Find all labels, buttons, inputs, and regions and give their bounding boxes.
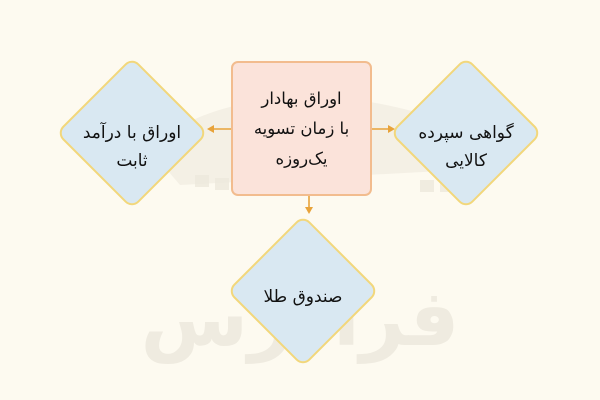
bottom-node-label-line1: صندوق طلا — [263, 287, 343, 307]
bottom-node-label: صندوق طلا — [231, 283, 375, 311]
center-node-label-line2: با زمان تسویه — [253, 119, 350, 138]
arrowhead-bottom — [305, 207, 313, 214]
center-node-label: اوراق بهادار با زمان تسویه یک‌روزه — [231, 84, 372, 174]
arrowhead-right — [388, 125, 395, 133]
center-node-label-line3: یک‌روزه — [275, 149, 328, 168]
right-node-label-line2: کالایی — [445, 151, 487, 171]
arrowhead-left — [207, 125, 214, 133]
left-node-label: اوراق با درآمد ثابت — [60, 119, 204, 175]
left-node-label-line1: اوراق با درآمد — [82, 123, 182, 143]
right-node-label-line1: گواهی سپرده — [418, 123, 514, 143]
center-node-box — [231, 61, 372, 196]
left-node-label-line2: ثابت — [116, 151, 148, 171]
center-node-label-line1: اوراق بهادار — [261, 89, 342, 108]
right-node-label: گواهی سپرده کالایی — [394, 119, 538, 175]
